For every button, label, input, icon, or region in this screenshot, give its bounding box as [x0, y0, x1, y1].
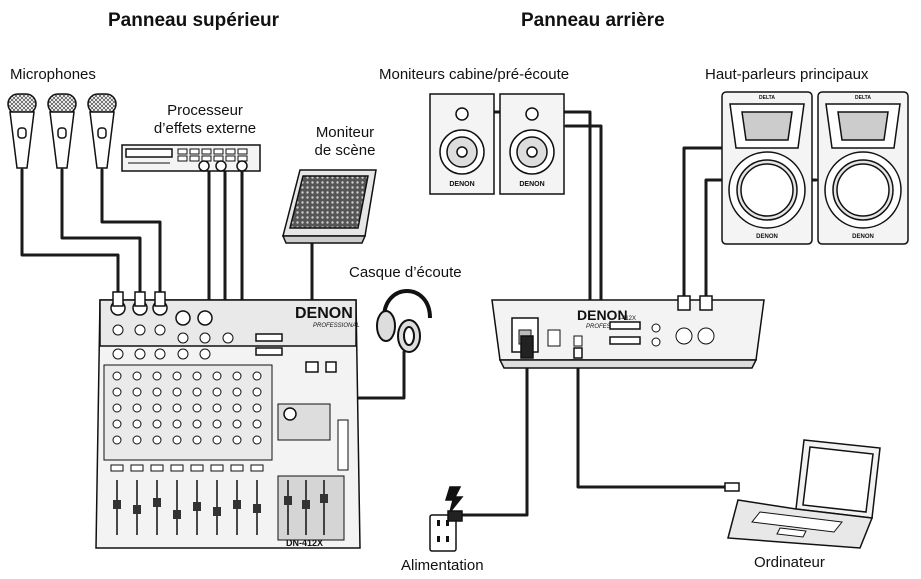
power-label: Alimentation [401, 557, 484, 574]
jack-rows [112, 324, 234, 360]
headphones-label: Casque d’écoute [349, 264, 462, 281]
booth-monitor-right: DENON [499, 93, 565, 195]
usb-cable [576, 354, 729, 489]
rear-model: -412X [620, 316, 636, 322]
main-speaker-right-badge: DELTA [855, 95, 871, 101]
booth-monitor-left-brand: DENON [449, 181, 474, 188]
main-speakers-label: Haut-parleurs principaux [705, 66, 869, 83]
mixer-brand: DENON [295, 305, 353, 322]
power-outlet [429, 486, 464, 552]
power-cable [458, 354, 529, 517]
fx-processor-label-line2: d’effets externe [153, 120, 257, 137]
mic-cable-2 [60, 168, 142, 298]
rear-brand: DENON [577, 307, 628, 323]
rear-usb-port [573, 335, 583, 347]
rear-panel-title: Panneau arrière [521, 10, 665, 31]
stage-monitor-label-line1: Moniteur [315, 124, 375, 141]
main-speakers: DELTA DENON DELTA DENON [721, 91, 909, 245]
rear-plugs [520, 295, 713, 359]
mic-cable-3 [100, 168, 162, 298]
mixer-faders [113, 475, 345, 541]
top-plugs [112, 291, 337, 373]
booth-monitors-label: Moniteurs cabine/pré-écoute [379, 66, 570, 83]
microphone-2 [47, 93, 77, 169]
stage-monitor-label: Moniteur de scène [302, 124, 388, 160]
stage-monitor-label-line2: de scène [314, 142, 376, 159]
computer-label: Ordinateur [754, 554, 825, 571]
booth-monitor-right-brand: DENON [519, 181, 544, 188]
microphone-3 [87, 93, 117, 169]
mixer-rear: DENON PROFESSIONAL -412X [491, 299, 765, 369]
channel-strips [103, 364, 273, 461]
main-speaker-right-brand: DENON [852, 234, 874, 240]
fx-processor-label-line1: Processeur [167, 102, 243, 119]
mic-cable-1 [20, 168, 120, 298]
main-speaker-left-brand: DENON [756, 234, 778, 240]
stage-monitor [281, 169, 377, 244]
fx-processor-label: Processeur d’effets externe [140, 102, 270, 138]
mixer-dial [283, 407, 297, 421]
microphones-label: Microphones [10, 66, 96, 83]
main-cable-1 [682, 146, 724, 302]
rear-power-switch [547, 329, 561, 347]
microphones [7, 93, 117, 169]
main-speaker-right: DELTA DENON [817, 91, 909, 245]
booth-monitors: DENON DENON [429, 93, 565, 195]
mixer-buttons [110, 464, 264, 472]
power-warning-icon [444, 486, 464, 513]
main-speaker-left-badge: DELTA [759, 95, 775, 101]
top-panel-title: Panneau supérieur [108, 10, 280, 31]
mixer-meter [337, 419, 349, 471]
mixer-brand-sub: PROFESSIONAL [313, 323, 360, 329]
headphones [376, 289, 432, 353]
fx-processor [121, 144, 261, 172]
mixer-model: DN-412X [286, 538, 323, 548]
booth-monitor-left: DENON [429, 93, 495, 195]
mixer-top: DENON PROFESSIONAL [95, 299, 361, 549]
laptop [724, 439, 881, 549]
microphone-1 [7, 93, 37, 169]
main-speaker-left: DELTA DENON [721, 91, 813, 245]
rear-jacks [651, 323, 715, 347]
